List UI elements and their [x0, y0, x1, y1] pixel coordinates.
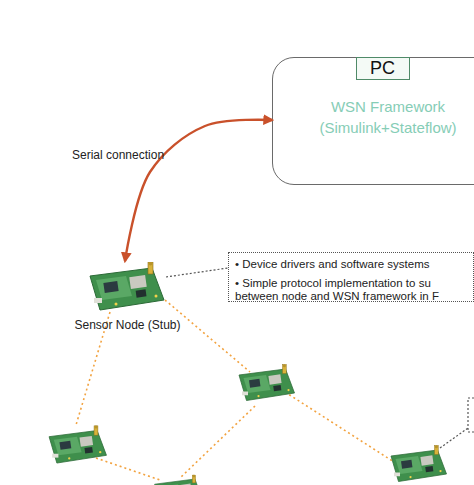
wireless-link	[165, 300, 250, 372]
sensor-board	[239, 364, 295, 400]
callout-box: • Device drivers and software systems • S…	[228, 252, 474, 302]
serial-connector	[125, 120, 272, 261]
sensor-node: Sensor Node (Stub)	[55, 258, 200, 334]
node-text: • Device drivers and software systems	[235, 258, 467, 271]
framework-box: WSN Framework (Simulink+Stateflow) PC	[272, 57, 474, 185]
node-text: WSN Framework (Simulink+Stateflow)	[313, 96, 463, 138]
sensor-board	[49, 425, 106, 463]
edge-label: Serial connection	[72, 148, 164, 162]
callout-box-partial	[468, 398, 474, 432]
callout-leader	[166, 268, 228, 277]
sensor-board	[155, 475, 203, 485]
node-text: PC	[357, 58, 408, 78]
sensor-board	[90, 262, 164, 311]
pc-tag-box: PC	[356, 57, 410, 80]
wireless-link	[96, 458, 160, 480]
wireless-link	[285, 392, 394, 462]
node-text: Sensor Node (Stub)	[55, 318, 200, 332]
sensor-board	[391, 445, 447, 481]
callout-leader	[440, 428, 468, 448]
wireless-link	[180, 406, 255, 478]
node-text: • Simple protocol implementation to su b…	[235, 277, 467, 303]
